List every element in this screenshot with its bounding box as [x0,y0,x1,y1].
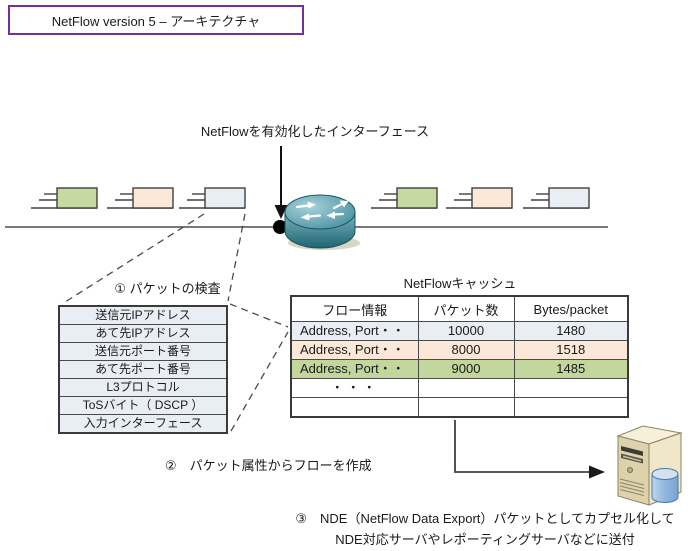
packet-icon-green-left [30,187,98,209]
field-cell: ToSバイト（ DSCP ） [58,396,228,415]
interface-label: NetFlowを有効化したインターフェース [200,124,430,139]
step1-label: ① パケットの検査 [114,281,221,296]
field-cell: 入力インターフェース [58,414,228,434]
router-arrows-glyph [295,200,349,221]
cache-row [290,397,629,418]
table-row: L3プロトコル [58,378,228,397]
server-grille [619,478,645,496]
bytes-cell: 1485 [513,359,629,379]
server-drive-slots [621,446,643,464]
flow-cell: Address, Port・・ [290,359,419,379]
server-power-button [627,466,634,473]
flow-cell [290,397,419,418]
page-title: NetFlow version 5 – アーキテクチャ [51,13,261,29]
inspection-dash-lines [61,213,289,432]
col-header-flow: フロー情報 [290,295,419,322]
field-cell: 送信元ポート番号 [58,342,228,361]
field-cell: L3プロトコル [58,378,228,397]
packets-cell: 9000 [417,359,515,379]
table-row: あて先ポート番号 [58,360,228,379]
packets-cell: 8000 [417,340,515,360]
title-box: NetFlow version 5 – アーキテクチャ [8,5,304,35]
bytes-cell: 1518 [513,340,629,360]
flow-cell: Address, Port・・ [290,321,419,341]
packet-icon-peach-right [445,187,513,209]
cache-row: Address, Port・・ 10000 1480 [290,321,629,341]
field-cell: あて先IPアドレス [58,324,228,343]
table-row: ToSバイト（ DSCP ） [58,396,228,415]
table-row: 入力インターフェース [58,414,228,434]
packet-icon-green-right [370,187,438,209]
database-icon [651,468,679,503]
packet-icon-gray-left [178,187,246,209]
server-icon [616,425,683,506]
network-tap-dot [273,220,287,234]
step3-line1: ③ NDE（NetFlow Data Export）パケットとしてカプセル化して [295,511,675,526]
router-icon [284,194,360,250]
cache-row: Address, Port・・ 8000 1518 [290,340,629,360]
packet-fields-table: 送信元IPアドレス あて先IPアドレス 送信元ポート番号 あて先ポート番号 L3… [58,305,228,434]
flow-cell: ・・・ [290,378,419,398]
field-cell: あて先ポート番号 [58,360,228,379]
packets-cell [417,397,515,418]
packet-icon-peach-left [106,187,174,209]
bytes-cell [513,397,629,418]
step3-line2: NDE対応サーバやレポーティングサーバなどに送付 [335,532,635,547]
table-row: 送信元IPアドレス [58,305,228,325]
cache-header-row: フロー情報 パケット数 Bytes/packet [290,295,629,322]
table-row: 送信元ポート番号 [58,342,228,361]
table-row: あて先IPアドレス [58,324,228,343]
bytes-cell: 1480 [513,321,629,341]
cache-title: NetFlowキャッシュ [403,276,517,291]
col-header-packets: パケット数 [417,295,515,322]
flow-cell: Address, Port・・ [290,340,419,360]
packet-icon-gray-right [522,187,590,209]
step3-label: ③ NDE（NetFlow Data Export）パケットとしてカプセル化して… [280,508,690,550]
netflow-cache-table: フロー情報 パケット数 Bytes/packet Address, Port・・… [290,295,629,418]
export-arrow [454,420,605,479]
cache-row: ・・・ [290,378,629,398]
field-cell: 送信元IPアドレス [58,305,228,325]
step2-label: ② パケット属性からフローを作成 [165,458,372,473]
cache-row: Address, Port・・ 9000 1485 [290,359,629,379]
packets-cell: 10000 [417,321,515,341]
enable-interface-arrow [274,146,288,219]
bytes-cell [513,378,629,398]
col-header-bytes: Bytes/packet [513,295,629,322]
packets-cell [417,378,515,398]
